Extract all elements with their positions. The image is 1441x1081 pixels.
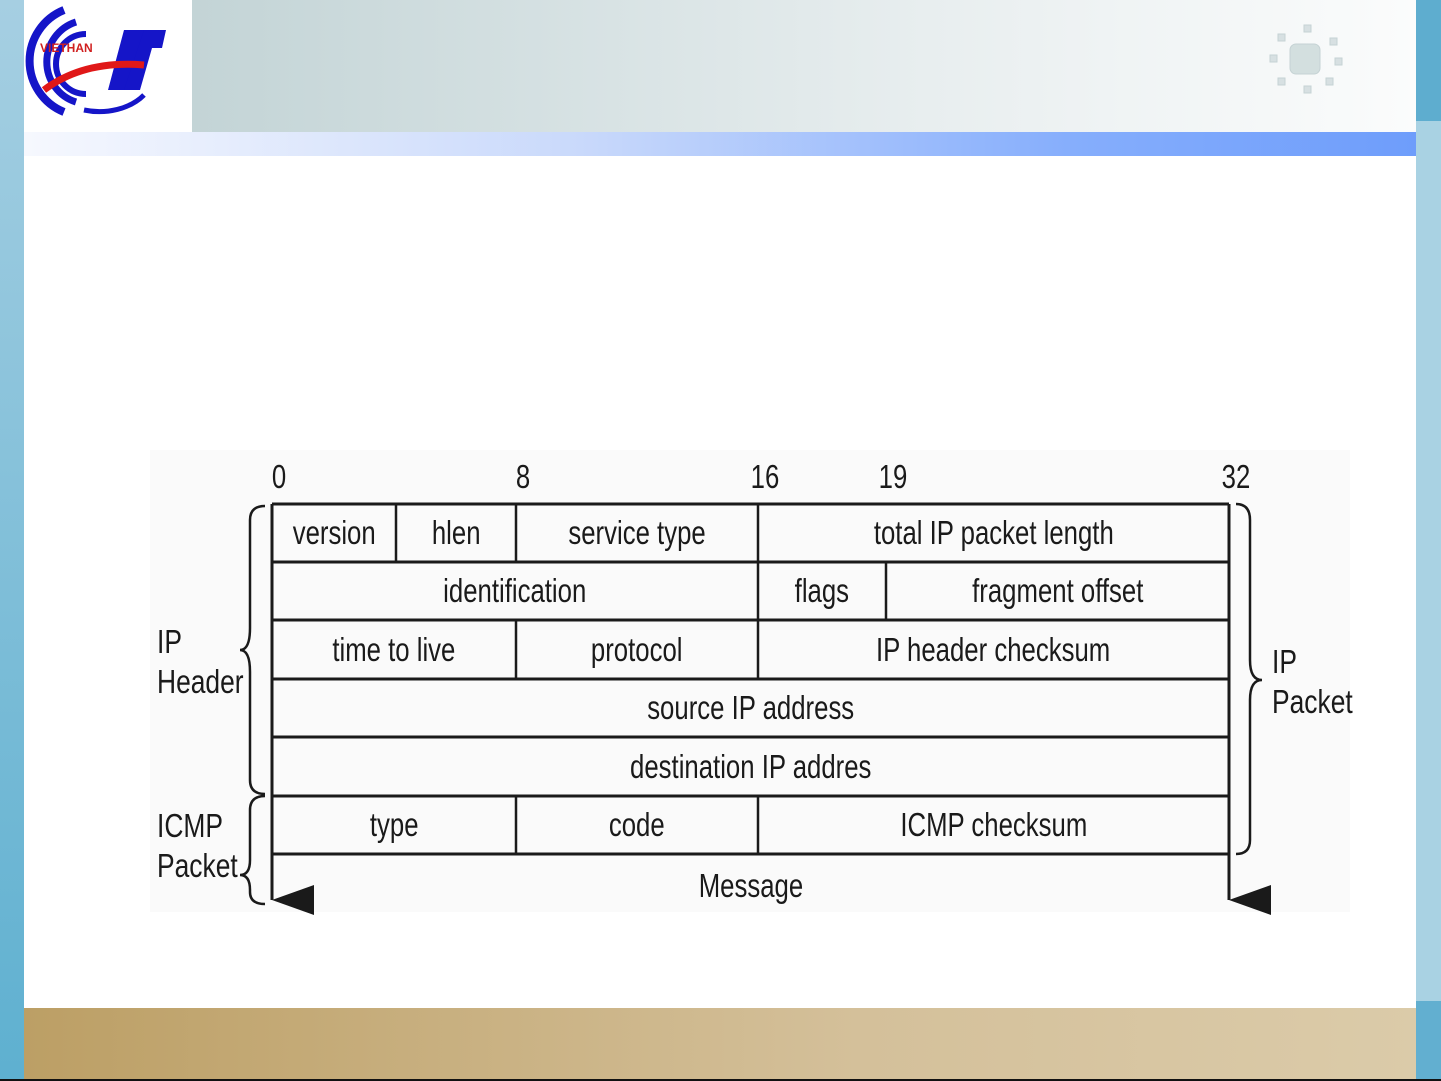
bit-position-label: 32 [1221,458,1251,495]
bottom-border [0,1079,1441,1081]
field-label: fragment offset [971,572,1144,609]
right-decor-bar [1416,0,1441,1081]
header-field: total IP packet length [758,504,1229,562]
header-field: protocol [516,620,758,679]
header-field: identification [272,562,758,620]
bit-position-label: 16 [750,458,780,495]
logo: VIETHAN [24,0,192,132]
header-field: flags [758,562,886,620]
ip-packet-brace [1235,502,1263,856]
bit-position-label: 0 [271,458,287,495]
ip-header-brace [239,504,266,796]
header-banner [192,0,1416,132]
field-label: code [609,806,665,843]
header-field: fragment offset [886,562,1229,620]
field-label: time to live [332,630,456,668]
bit-position-label: 8 [515,458,531,495]
field-label: protocol [591,630,683,668]
svg-text:VIETHAN: VIETHAN [40,41,93,55]
field-label: source IP address [647,689,854,726]
ip-icmp-packet-diagram [150,450,1350,912]
field-label: hlen [431,514,481,551]
field-label: type [369,806,419,843]
sparkle-icon [1269,24,1343,94]
header-field: hlen [396,504,516,562]
header-field: time to live [272,620,516,679]
field-label: IP header checksum [876,630,1111,668]
field-label: flags [794,572,850,609]
header-field: version [272,504,396,562]
header-field: code [516,796,758,854]
field-label: service type [568,514,706,551]
field-label: version [292,514,376,551]
footer-bar [24,1008,1416,1079]
field-label: identification [443,572,587,609]
header-field: destination IP addres [272,737,1229,796]
header-field: source IP address [272,679,1229,737]
left-decor-bar [0,0,24,1081]
header-field: service type [516,504,758,562]
message-label: Message [698,867,803,904]
header-stripe [24,132,1416,156]
header-field: ICMP checksum [758,796,1229,854]
field-label: ICMP checksum [900,806,1087,843]
header-field: IP header checksum [758,620,1229,679]
icmp-packet-brace [239,794,266,906]
field-label: total IP packet length [873,514,1114,551]
bit-position-label: 19 [878,458,908,495]
field-label: destination IP addres [629,747,872,785]
header-field: type [272,796,516,854]
